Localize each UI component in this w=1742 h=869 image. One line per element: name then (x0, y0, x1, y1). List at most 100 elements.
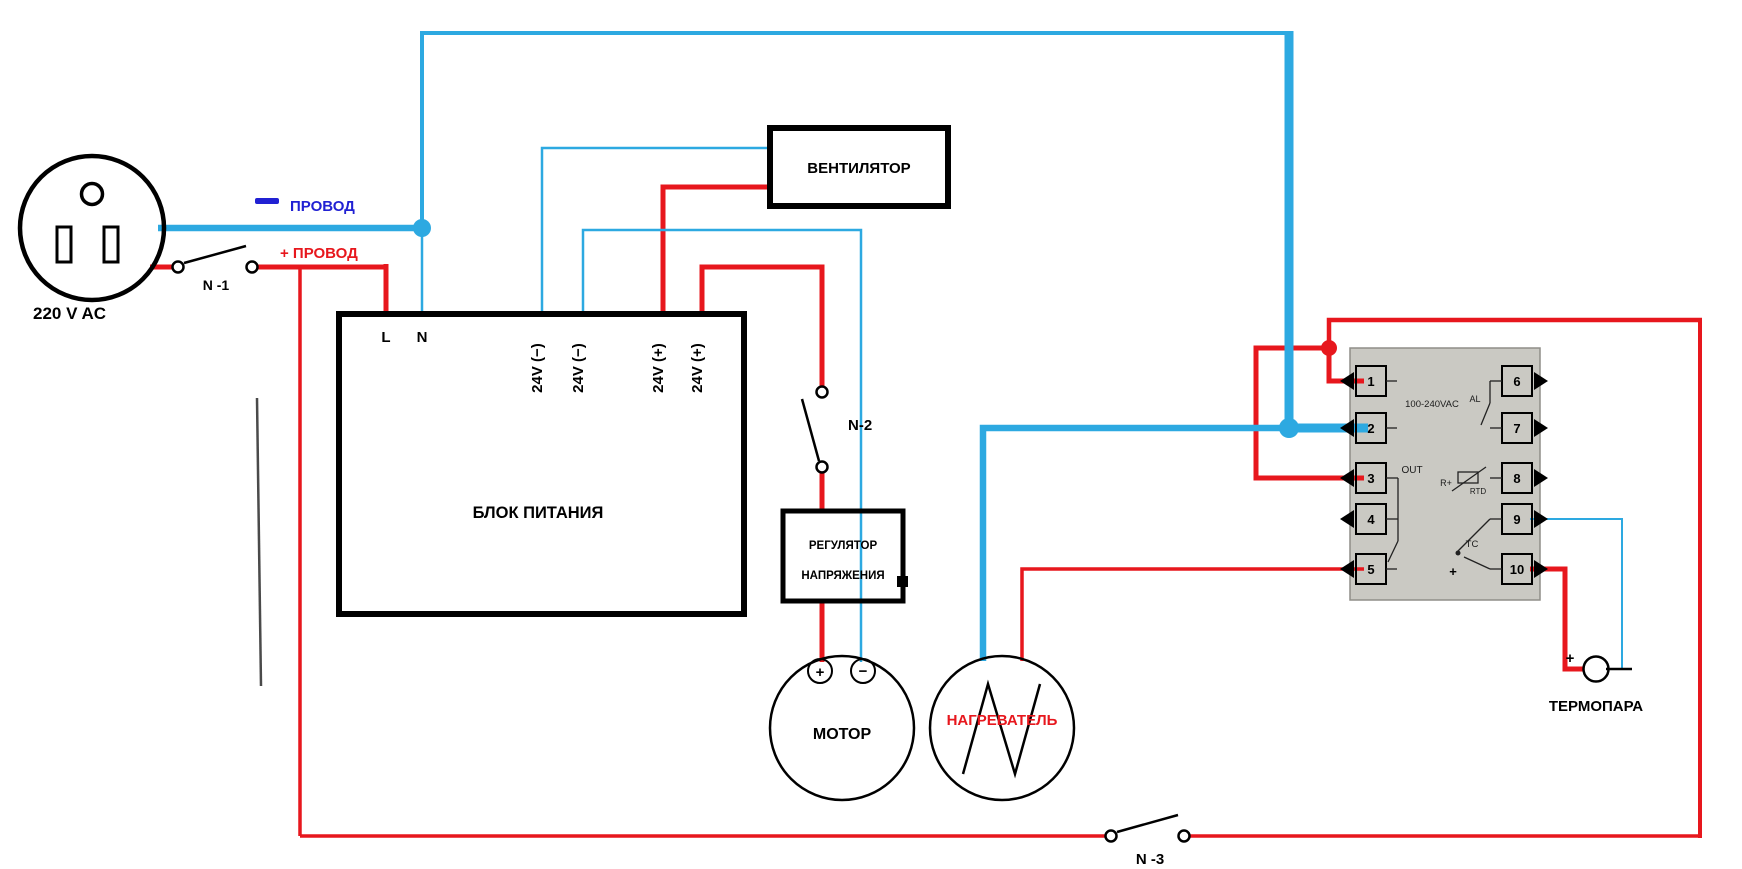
tc-lead-1 (1457, 518, 1491, 552)
switch-n3-contact-a (1104, 829, 1118, 843)
terminal-wedge-7-icon (1534, 419, 1548, 437)
psu-box (336, 311, 747, 617)
wire-terminal9-to-thermocouple (1530, 518, 1623, 668)
terminal-wedge-2-icon (1340, 419, 1354, 437)
psu-terminal-24v-neg-2: 24V (−) (570, 343, 587, 393)
psu-terminal-24v-pos-2: 24V (+) (689, 343, 706, 393)
terminal-8-number: 8 (1513, 471, 1520, 486)
plug-label: 220 V AC (33, 304, 106, 323)
switch-n1-label: N -1 (203, 277, 230, 293)
wire-24vneg-to-motor (581, 228, 863, 662)
switch-n3-contact-b (1177, 829, 1191, 843)
terminal-6-number: 6 (1513, 374, 1520, 389)
terminal-wedge-9-icon (1534, 510, 1548, 528)
switch-n2-contact-a (815, 385, 829, 399)
blue-wires (158, 31, 1623, 668)
switch-n1-contact-b (245, 260, 259, 274)
switch-n3-blade (1116, 813, 1179, 834)
temp-controller-panel (1349, 347, 1541, 601)
thermocouple-unit: + ТЕРМОПАРА (1549, 650, 1643, 715)
plug-slot-right (102, 225, 120, 264)
heater-unit: НАГРЕВАТЕЛЬ (928, 654, 1076, 802)
terminal-7-number: 7 (1513, 421, 1520, 436)
motor-body (768, 654, 916, 802)
terminal-4-number: 4 (1367, 512, 1375, 527)
junction-dot-red (1321, 340, 1337, 356)
psu-terminal-24v-neg-1: 24V (−) (529, 343, 546, 393)
wire-24vneg-to-fan (540, 146, 770, 314)
controller-rplus-label: R+ (1440, 478, 1452, 488)
minus-dash-icon (255, 198, 279, 204)
wire-loop-top (1326, 317, 1702, 348)
psu-terminal-24v-pos-1: 24V (+) (650, 343, 667, 393)
rtd-symbol (1457, 471, 1479, 484)
al-contact-blade (1480, 402, 1491, 426)
wire-24vplus-to-fan (660, 184, 770, 314)
tc-lead-2 (1463, 556, 1491, 570)
heater-body (928, 654, 1076, 802)
switch-n2-label: N-2 (848, 417, 872, 434)
wire-to-terminal-3 (1253, 345, 1364, 481)
switch-n1: N -1 (171, 244, 259, 293)
plug-body (17, 153, 167, 303)
motor-minus-terminal (850, 658, 876, 684)
fan-unit: ВЕНТИЛЯТОР (767, 125, 951, 209)
controller-tc-label: TC (1466, 539, 1479, 550)
controller-al-label: AL (1469, 394, 1480, 404)
tc-junction-dot (1455, 550, 1461, 556)
regulator-terminal-square (897, 576, 908, 587)
terminal-wedge-8-icon (1534, 469, 1548, 487)
terminal-wedge-6-icon (1534, 372, 1548, 390)
controller-out-label: OUT (1401, 465, 1422, 476)
switch-n3: N -3 (1104, 813, 1191, 868)
out-contact-blade (1387, 540, 1399, 563)
motor-plus-terminal (807, 658, 833, 684)
controller-tc-plus: + (1449, 564, 1457, 579)
heater-label: НАГРЕВАТЕЛЬ (947, 712, 1058, 729)
motor-unit: + − МОТОР (768, 654, 916, 802)
thermocouple-body (1582, 655, 1610, 683)
rtd-arrow (1451, 466, 1487, 492)
fan-label: ВЕНТИЛЯТОР (807, 160, 910, 177)
terminal-5-number: 5 (1367, 562, 1374, 577)
switch-n3-label: N -3 (1136, 851, 1164, 868)
wire-neutral-to-heater (979, 424, 1289, 661)
positive-wire-label: + ПРОВОД (280, 245, 358, 262)
terminal-wedge-3-icon (1340, 469, 1354, 487)
temp-controller: 1 2 3 4 5 6 7 8 9 10 100-240VAC AL OUT R… (1340, 365, 1548, 585)
psu-terminal-N: N (417, 329, 428, 346)
regulator-label-line2: НАПРЯЖЕНИЯ (801, 570, 884, 582)
thermocouple-plus-sign: + (1566, 650, 1575, 667)
power-plug: 220 V AC (17, 153, 167, 323)
psu-terminal-L: L (381, 329, 390, 346)
switch-n1-blade (183, 244, 247, 265)
fan-box (767, 125, 951, 209)
terminal-9-number: 9 (1513, 512, 1520, 527)
plug-slot-left (55, 225, 73, 264)
regulator-label-line1: РЕГУЛЯТОР (809, 540, 878, 552)
negative-wire-label: ПРОВОД (290, 198, 355, 215)
controller-power-rating: 100-240VAC (1405, 399, 1459, 410)
motor-minus-sign: − (859, 663, 868, 680)
junction-dot-blue-right (1279, 418, 1299, 438)
voltage-regulator: РЕГУЛЯТОР НАПРЯЖЕНИЯ (780, 508, 908, 604)
terminal-1-number: 1 (1367, 374, 1374, 389)
heater-element-zigzag-icon (961, 679, 1042, 779)
psu-label: БЛОК ПИТАНИЯ (473, 504, 604, 522)
switch-n2-contact-b (815, 460, 829, 474)
terminal-10-number: 10 (1510, 562, 1524, 577)
wire-neutral-top-run (420, 31, 1289, 228)
switch-n1-contact-a (171, 260, 185, 274)
terminal-wedge-4-icon (1340, 510, 1354, 528)
terminal-wedge-5-icon (1340, 560, 1354, 578)
thermocouple-label: ТЕРМОПАРА (1549, 698, 1643, 715)
power-supply-unit: L N 24V (−) 24V (−) 24V (+) 24V (+) БЛОК… (336, 311, 747, 617)
switch-n2: N-2 (800, 385, 872, 474)
stray-pen-mark (255, 397, 263, 687)
controller-rtd-label: RTD (1470, 487, 1487, 496)
wire-terminal5-to-heater (1020, 567, 1364, 661)
terminal-wedge-1-icon (1340, 372, 1354, 390)
terminal-2-number: 2 (1367, 421, 1374, 436)
motor-plus-sign: + (816, 664, 825, 681)
